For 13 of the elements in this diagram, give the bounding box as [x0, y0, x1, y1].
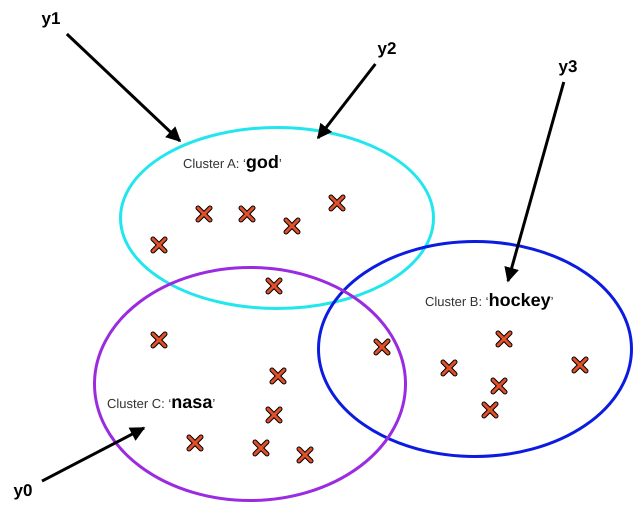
vector-label: y2 [372, 38, 402, 60]
vector-label: y0 [8, 480, 38, 502]
cluster-label: Cluster B: ‘hockey’ [425, 290, 554, 311]
arrow [504, 82, 566, 282]
vector-label: y3 [553, 56, 583, 78]
cluster-label: Cluster A: ‘god’ [183, 152, 282, 173]
arrow [66, 32, 182, 142]
cluster-label: Cluster C: ‘nasa’ [107, 392, 216, 413]
cluster-ellipse [317, 240, 633, 458]
cluster-ellipse [93, 266, 407, 502]
vector-label: y1 [36, 8, 66, 30]
arrow [41, 426, 146, 482]
arrow [316, 63, 377, 140]
